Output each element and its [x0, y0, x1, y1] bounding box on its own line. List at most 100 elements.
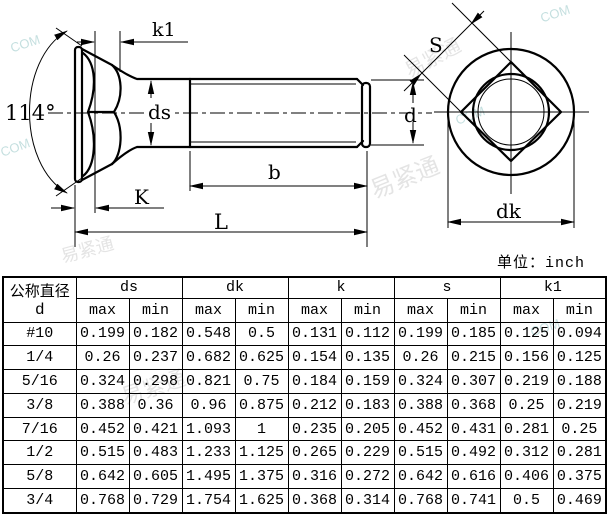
group-header-s: s [393, 276, 501, 299]
table-row: 7/16 0.452 0.421 1.093 1 0.235 0.205 0.4… [2, 416, 607, 442]
value-cell: 0.188 [552, 369, 607, 394]
row-label: 1/4 [2, 345, 77, 371]
subheader-min: min [552, 297, 607, 323]
shank-top [110, 63, 192, 81]
value-cell: 0.26 [393, 345, 448, 371]
value-cell: 0.094 [552, 321, 607, 347]
row-label: 1/2 [2, 440, 77, 466]
value-cell: 0.642 [393, 464, 448, 489]
value-cell: 0.515 [393, 440, 448, 466]
value-cell: 0.729 [128, 487, 183, 514]
value-cell: 0.548 [181, 321, 236, 347]
value-cell: 0.605 [128, 464, 183, 489]
value-cell: 0.483 [128, 440, 183, 466]
value-cell: 0.5 [234, 321, 289, 347]
subheader-max: max [181, 297, 236, 323]
value-cell: 0.452 [75, 416, 130, 442]
value-cell: 0.185 [446, 321, 501, 347]
value-cell: 0.682 [181, 345, 236, 371]
label-b: b [268, 160, 281, 184]
value-cell: 0.125 [552, 345, 607, 371]
subheader-min: min [128, 297, 183, 323]
value-cell: 1.625 [234, 487, 289, 514]
value-cell: 1.233 [181, 440, 236, 466]
value-cell: 0.156 [499, 345, 554, 371]
value-cell: 0.768 [393, 487, 448, 514]
label-angle: 114° [5, 101, 56, 125]
value-cell: 0.75 [234, 369, 289, 394]
value-cell: 0.272 [340, 464, 395, 489]
value-cell: 0.316 [287, 464, 342, 489]
value-cell: 0.741 [446, 487, 501, 514]
shank-bottom [110, 145, 192, 166]
value-cell: 0.235 [287, 416, 342, 442]
value-cell: 0.199 [75, 321, 130, 347]
label-L: L [214, 210, 228, 234]
value-cell: 0.182 [128, 321, 183, 347]
row-label: 5/8 [2, 464, 77, 489]
value-cell: 0.212 [287, 392, 342, 418]
nominal-diameter-label: 公称直径 [9, 283, 70, 301]
subheader-max: max [287, 297, 342, 323]
value-cell: 0.159 [340, 369, 395, 394]
value-cell: 0.131 [287, 321, 342, 347]
value-cell: 0.96 [181, 392, 236, 418]
value-cell: 0.375 [552, 464, 607, 489]
value-cell: 0.237 [128, 345, 183, 371]
label-ds: ds [148, 100, 171, 124]
value-cell: 0.125 [499, 321, 554, 347]
value-cell: 0.199 [393, 321, 448, 347]
table-row: 5/16 0.324 0.298 0.821 0.75 0.184 0.159 … [2, 369, 607, 394]
head-face [73, 45, 84, 184]
value-cell: 0.26 [75, 345, 130, 371]
value-cell: 0.219 [552, 392, 607, 418]
value-cell: 0.307 [446, 369, 501, 394]
value-cell: 0.368 [287, 487, 342, 514]
subheader-max: max [75, 297, 130, 323]
group-header-dk: dk [181, 276, 289, 299]
value-cell: 0.406 [499, 464, 554, 489]
label-dk: dk [496, 199, 522, 223]
value-cell: 0.312 [499, 440, 554, 466]
table-row: 1/4 0.26 0.237 0.682 0.625 0.154 0.135 0… [2, 345, 607, 371]
value-cell: 0.25 [499, 392, 554, 418]
subheader-min: min [446, 297, 501, 323]
value-cell: 0.154 [287, 345, 342, 371]
row-label: 5/16 [2, 369, 77, 394]
value-cell: 0.298 [128, 369, 183, 394]
value-cell: 0.388 [75, 392, 130, 418]
value-cell: 0.135 [340, 345, 395, 371]
value-cell: 0.183 [340, 392, 395, 418]
unit-label: 单位：inch [496, 255, 585, 272]
shank-circle [471, 72, 551, 152]
value-cell: 0.281 [552, 440, 607, 466]
value-cell: 0.875 [234, 392, 289, 418]
value-cell: 1.125 [234, 440, 289, 466]
side-view-dimensions: k1 114° ds K b L [5, 19, 424, 247]
value-cell: 1.495 [181, 464, 236, 489]
row-label: 3/8 [2, 392, 77, 418]
neck-curve-outer [110, 63, 122, 166]
value-cell: 0.265 [287, 440, 342, 466]
row-label: 7/16 [2, 416, 77, 442]
value-cell: 1 [234, 416, 289, 442]
subheader-row: max min max min max min max min max min [3, 297, 607, 323]
table-row: 3/4 0.768 0.729 1.754 1.625 0.368 0.314 … [2, 487, 607, 514]
label-k1: k1 [152, 19, 176, 41]
thread-minor-circle [477, 78, 545, 146]
label-K: K [134, 185, 150, 209]
value-cell: 0.324 [75, 369, 130, 394]
value-cell: 0.25 [552, 416, 607, 442]
dimension-table: 公称直径 d ds dk k s k1 max min max min max … [2, 276, 607, 514]
value-cell: 0.5 [499, 487, 554, 514]
value-cell: 0.821 [181, 369, 236, 394]
value-cell: 0.314 [340, 487, 395, 514]
value-cell: 0.281 [499, 416, 554, 442]
value-cell: 0.229 [340, 440, 395, 466]
value-cell: 0.431 [446, 416, 501, 442]
label-S: S [429, 33, 443, 57]
subheader-min: min [234, 297, 289, 323]
value-cell: 0.515 [75, 440, 130, 466]
value-cell: 0.205 [340, 416, 395, 442]
